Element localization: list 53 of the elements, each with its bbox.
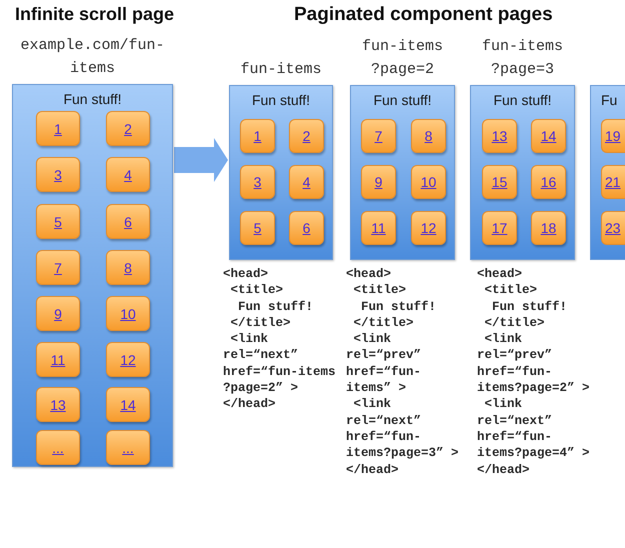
item-link-tile: 10	[411, 165, 446, 199]
item-link-tile: 7	[36, 250, 80, 285]
item-link-tile: 14	[531, 119, 566, 153]
item-link-tile: 9	[361, 165, 396, 199]
item-link-tile: 15	[482, 165, 517, 199]
item-link-tile: 12	[106, 342, 150, 377]
item-link-tile: 2	[106, 111, 150, 146]
item-link-tile: 21	[601, 165, 625, 199]
item-link-tile: ...	[36, 430, 80, 465]
block-arrow	[174, 138, 228, 182]
item-link-tile: 5	[36, 204, 80, 239]
item-link-tile: 4	[289, 165, 324, 199]
item-link-tile: 7	[361, 119, 396, 153]
code-snippet: <head> <title> Fun stuff! </title> <link rel=“next” href=“fun-items ?page=2” > </head>	[223, 266, 336, 413]
page-heading: Fun stuff!	[493, 92, 552, 109]
item-link-tile: 18	[531, 211, 566, 245]
item-link-tile: 17	[482, 211, 517, 245]
url-label: fun-items ?page=2	[360, 37, 444, 80]
page-heading: Fun stuff!	[252, 92, 310, 109]
code-snippet: <head> <title> Fun stuff! </title> <link rel=“prev” href=“fun- items” > <link rel=“next” href=“fun- items?page=3” > </head>	[346, 266, 459, 478]
page-panel	[590, 85, 625, 260]
item-link-tile: 1	[240, 119, 275, 153]
item-link-tile: 19	[601, 119, 625, 153]
item-link-tile: 11	[361, 211, 396, 245]
item-link-tile: 3	[240, 165, 275, 199]
item-link-tile: 16	[531, 165, 566, 199]
item-link-tile: 11	[36, 342, 80, 377]
item-link-tile: 5	[240, 211, 275, 245]
url-label: fun-items	[239, 60, 322, 80]
section-heading: Infinite scroll page	[15, 4, 174, 25]
page-heading: Fun stuff!	[373, 92, 432, 109]
item-link-tile: 10	[106, 296, 150, 331]
item-link-tile: 23	[601, 211, 625, 245]
item-link-tile: 8	[106, 250, 150, 285]
item-link-tile: ...	[106, 430, 150, 465]
page-heading: Fu	[601, 92, 618, 109]
item-link-tile: 13	[36, 387, 80, 422]
url-label: example.com/fun-items	[20, 36, 166, 79]
item-link-tile: 9	[36, 296, 80, 331]
item-link-tile: 6	[289, 211, 324, 245]
code-snippet: <head> <title> Fun stuff! </title> <link rel=“prev” href=“fun- items?page=2” > <link rel=“next” href=“fun- items?page=4” > </head>	[477, 266, 590, 478]
item-link-tile: 1	[36, 111, 80, 146]
item-link-tile: 2	[289, 119, 324, 153]
item-link-tile: 13	[482, 119, 517, 153]
item-link-tile: 4	[106, 157, 150, 192]
url-label: fun-items ?page=3	[480, 37, 564, 80]
item-link-tile: 12	[411, 211, 446, 245]
item-link-tile: 3	[36, 157, 80, 192]
item-link-tile: 6	[106, 204, 150, 239]
page-heading: Fun stuff!	[63, 91, 122, 108]
item-link-tile: 14	[106, 387, 150, 422]
section-heading: Paginated component pages	[294, 4, 553, 26]
item-link-tile: 8	[411, 119, 446, 153]
